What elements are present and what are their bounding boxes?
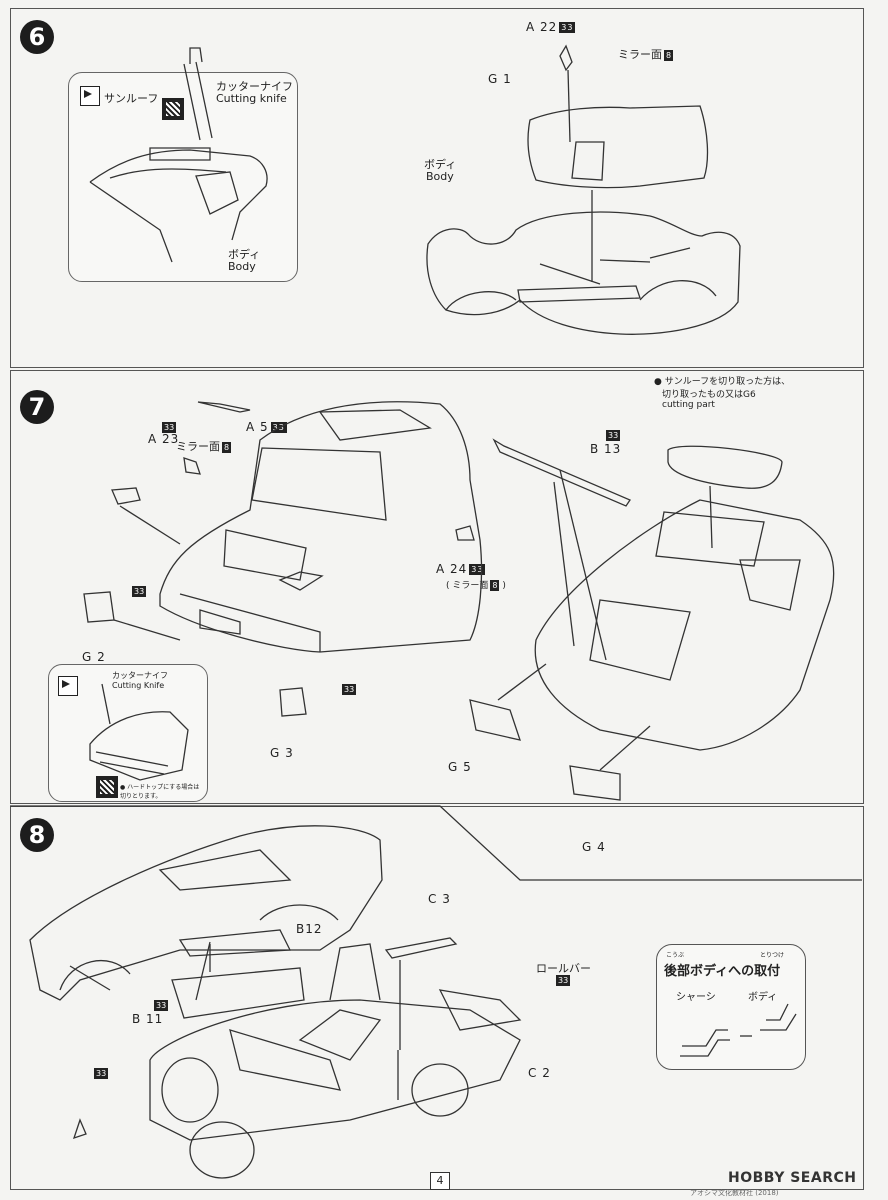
inset-cutter-en: Cutting Knife (112, 681, 165, 690)
step-8-badge: 8 (20, 818, 54, 852)
part-label-a23: A 23 (148, 432, 180, 446)
page-number: 4 (430, 1172, 450, 1190)
rear-body-title: 後部ボディへの取付 (664, 964, 781, 979)
inset-body-label-en: Body (228, 260, 256, 273)
chassis-label: シャーシ (676, 992, 716, 1003)
part-num-a23: 33 (162, 421, 177, 433)
step-7-panel (10, 370, 864, 804)
sunroof-label: サンルーフ (104, 92, 159, 105)
step-7-rear-car-drawing (469, 438, 835, 801)
step-divider (10, 805, 862, 881)
body-label-en: Body (426, 170, 454, 183)
cut-part-icon-2 (58, 676, 78, 696)
inset-cutter-jp: カッターナイフ (112, 671, 168, 680)
cutter-label-jp: カッターナイフ (216, 80, 293, 93)
cement-icon-2 (96, 776, 118, 798)
part-num-b11: 33 (154, 999, 169, 1011)
step-7-badge: 7 (20, 390, 54, 424)
cut-part-icon (80, 86, 100, 106)
sunroof-note-1: ● サンルーフを切り取った方は、 (654, 377, 791, 387)
rear-body-ruby-right: とりつけ (760, 952, 785, 959)
rear-body-attach-box (656, 944, 806, 1070)
part-label-b11: B 11 (132, 1012, 164, 1026)
part-num-g3: 33 (342, 683, 357, 695)
step-7-inset-car-drawing (89, 683, 189, 781)
step-6-main-drawing (426, 44, 741, 335)
rollbar-label: ロールバー (536, 962, 591, 975)
part-num-g2: 33 (132, 585, 147, 597)
sunroof-note-2: 切り取ったもの又はG6 (662, 390, 756, 400)
cement-icon (162, 98, 184, 120)
part-label-b13: B 13 (590, 442, 622, 456)
body-label: ボディ (748, 992, 778, 1003)
part-label-g2: G 2 (82, 650, 106, 664)
cutter-label-en: Cutting knife (216, 92, 287, 105)
rear-body-attach-detail (680, 1003, 797, 1057)
step-6-badge: 6 (20, 20, 54, 54)
watermark-text: HOBBY SEARCH (728, 1170, 857, 1186)
part-label-c3: C 3 (428, 892, 451, 906)
part-num-left: 33 (94, 1067, 109, 1079)
step-6-inset-car-drawing (89, 47, 268, 263)
part-label-g5: G 5 (448, 760, 472, 774)
part-label-g4: G 4 (582, 840, 606, 854)
part-label-b12: B12 (296, 922, 323, 936)
part-label-c2: C 2 (528, 1066, 551, 1080)
rollbar-num: 33 (556, 974, 571, 986)
sunroof-note-3: cutting part (662, 400, 715, 410)
part-label-g1: G 1 (488, 72, 512, 86)
rear-body-ruby-left: こうぶ (666, 952, 685, 959)
body-label-jp: ボディ (424, 158, 457, 171)
inset-hardtop-note: ● ハードトップにする場合は切りとります。 (120, 784, 200, 800)
step-6-panel (10, 8, 864, 368)
step-8-assembly-drawing (29, 825, 522, 1179)
inset-body-label-jp: ボディ (228, 248, 261, 261)
step-7-front-car-drawing (83, 401, 483, 717)
copyright-text: アオシマ文化教材社 (2018) (690, 1189, 779, 1197)
part-num-b13: 33 (606, 429, 621, 441)
part-label-g3: G 3 (270, 746, 294, 760)
